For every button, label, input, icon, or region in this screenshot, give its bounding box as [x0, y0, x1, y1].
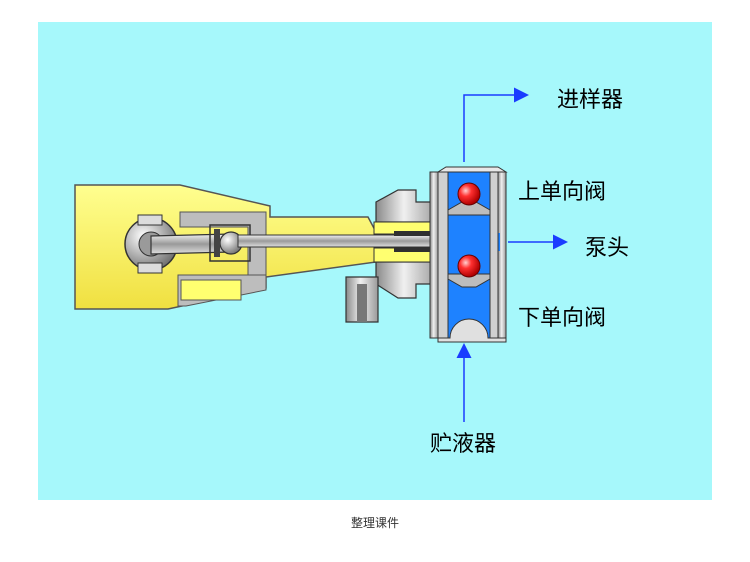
flow-arrows: [456, 87, 568, 422]
seal-flange: [345, 189, 441, 323]
arrow-to-sampler: [463, 87, 529, 162]
label-pump-head: 泵头: [585, 236, 630, 261]
upper-check-ball: [457, 182, 481, 206]
label-sampler: 进样器: [557, 88, 624, 113]
footer-caption: 整理课件: [350, 516, 399, 530]
slide-background: 进样器 上单向阀 泵头 下单向阀 贮液器: [38, 22, 712, 500]
label-lower-valve: 下单向阀: [518, 306, 607, 331]
pump-diagram: [74, 87, 568, 422]
label-reservoir: 贮液器: [430, 432, 497, 457]
label-upper-valve: 上单向阀: [518, 180, 607, 205]
crank-mechanism: [124, 214, 251, 274]
lower-check-ball: [457, 254, 481, 278]
